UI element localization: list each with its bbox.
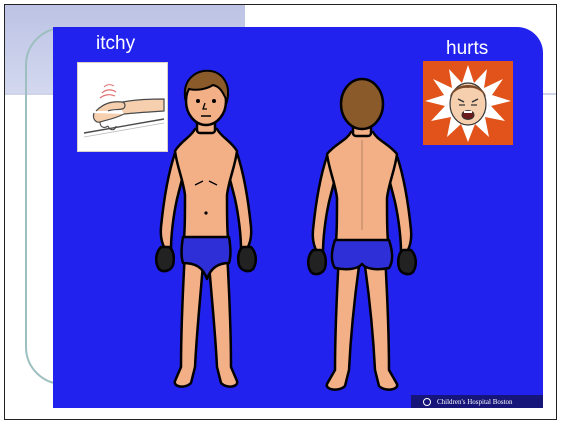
hospital-logo-icon	[423, 398, 431, 406]
itchy-label: itchy	[96, 33, 135, 55]
hospital-name: Children's Hospital Boston	[437, 398, 513, 406]
pain-face-icon	[423, 61, 513, 145]
slide-frame: itchy hurts	[4, 4, 557, 420]
hurts-card[interactable]	[423, 61, 513, 145]
body-chart-panel: itchy hurts	[53, 27, 543, 408]
body-figure-front[interactable]	[151, 67, 261, 397]
hospital-footer: Children's Hospital Boston	[411, 395, 543, 408]
hurts-label: hurts	[446, 38, 488, 60]
body-figure-back[interactable]	[301, 70, 423, 400]
